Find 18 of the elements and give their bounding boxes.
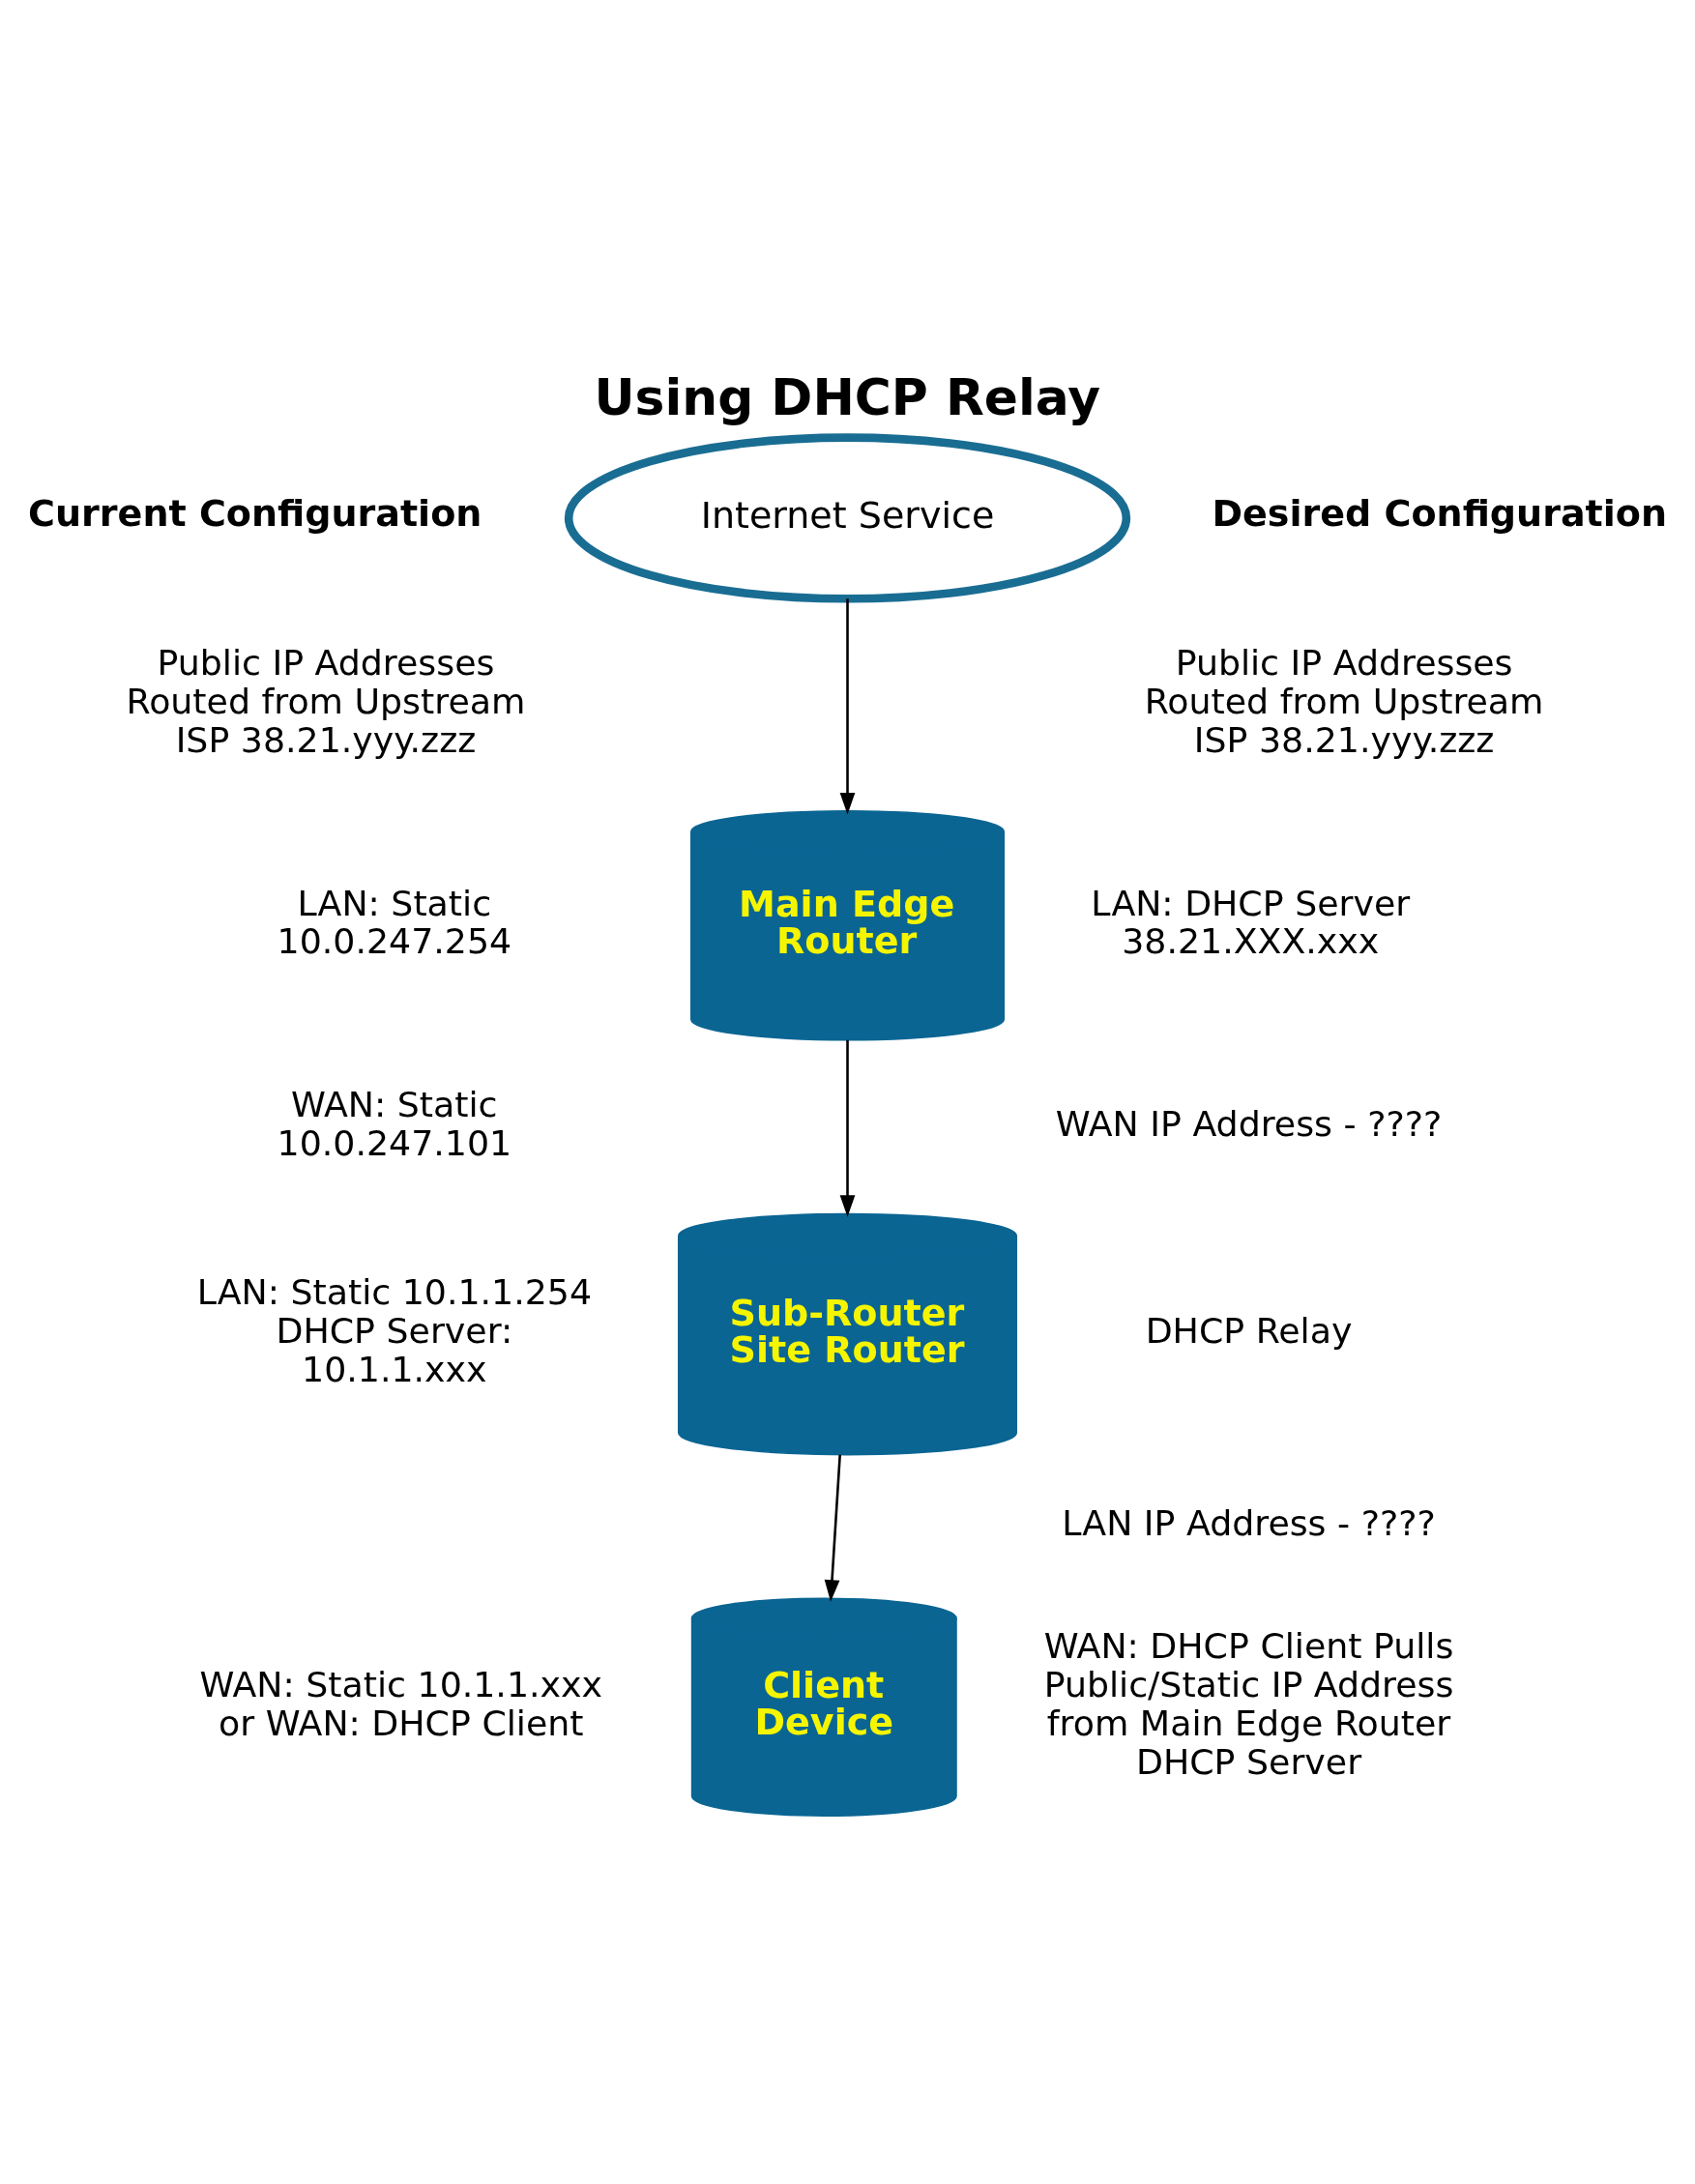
diagram-title: Using DHCP Relay [594, 367, 1101, 426]
label: WAN IP Address - ???? [1055, 1102, 1443, 1145]
label: LAN: DHCP Server 38.21.XXX.xxx [1091, 881, 1411, 962]
node-ellipse: Internet Service [564, 432, 1131, 603]
label: Public IP Addresses Routed from Upstream ISP 38.21.yyy.zzz [126, 641, 526, 761]
label: LAN IP Address - ???? [1062, 1501, 1436, 1544]
label: Desired Configuration [1212, 491, 1667, 535]
label: DHCP Relay [1145, 1309, 1353, 1352]
label: Public IP Addresses Routed from Upstream ISP 38.21.yyy.zzz [1144, 641, 1544, 761]
label: LAN: Static 10.0.247.254 [277, 881, 512, 962]
label: Current Configuration [28, 491, 482, 535]
label: WAN: Static 10.0.247.101 [277, 1083, 512, 1164]
arrow [839, 597, 856, 814]
arrow [824, 1454, 841, 1602]
label: WAN: Static 10.1.1.xxx or WAN: DHCP Client [199, 1663, 602, 1744]
label: WAN: DHCP Client Pulls Public/Static IP Address from Main Edge Router DHCP Server [1043, 1624, 1454, 1782]
arrow [839, 1039, 856, 1217]
label: LAN: Static 10.1.1.254 DHCP Server: 10.1.1.xxx [196, 1270, 593, 1390]
